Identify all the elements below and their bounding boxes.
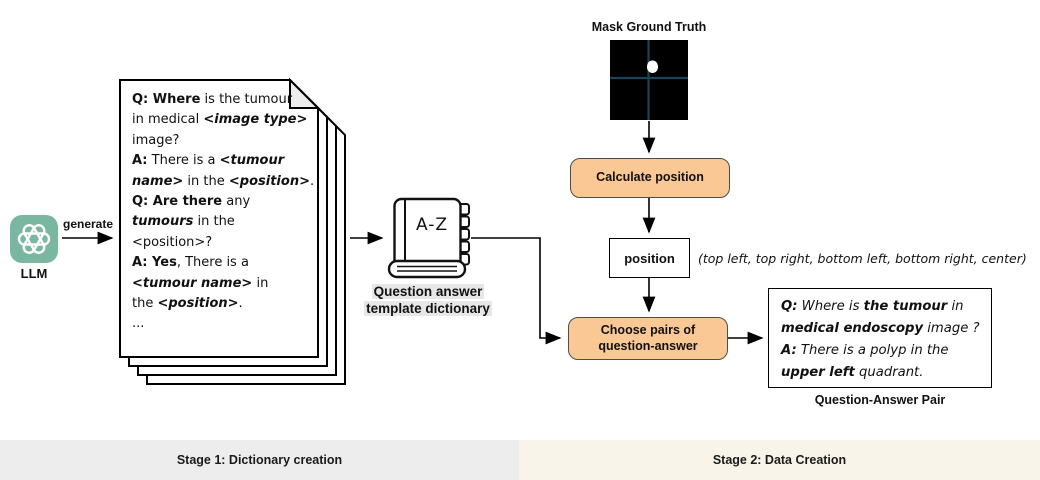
- calculate-position-box: Calculate position: [570, 158, 730, 198]
- page-1: [119, 79, 319, 358]
- connector-dictionary-to-choose: [471, 237, 562, 345]
- llm-label: LLM: [20, 266, 48, 281]
- stage1-bar: Stage 1: Dictionary creation: [0, 440, 519, 480]
- tumour-blob: [647, 60, 658, 73]
- generate-arrow-label: generate: [62, 217, 114, 231]
- dictionary-book-icon: [387, 197, 470, 279]
- position-box: position: [609, 238, 690, 278]
- mask-ground-truth-title: Mask Ground Truth: [591, 20, 707, 34]
- mask-ground-truth-image: [610, 40, 688, 120]
- fold-corner: [289, 77, 321, 109]
- position-label: position: [624, 250, 675, 266]
- dictionary-caption-line2: template dictionary: [364, 301, 492, 316]
- choose-pairs-line1: Choose pairs of: [600, 323, 696, 337]
- calculate-position-label: Calculate position: [596, 170, 704, 185]
- book-pages: [387, 259, 467, 279]
- llm-openai-icon: [10, 215, 58, 263]
- question-answer-pair-caption: Question-Answer Pair: [814, 393, 946, 407]
- stage2-label: Stage 2: Data Creation: [712, 453, 847, 467]
- position-options-note: (top left, top right, bottom left, botto…: [698, 250, 1027, 266]
- stage1-label: Stage 1: Dictionary creation: [176, 453, 343, 467]
- dictionary-caption-line1: Question answer: [371, 284, 485, 299]
- choose-pairs-box: Choose pairs of question-answer: [568, 317, 728, 360]
- dictionary-cover-label: A-Z: [415, 215, 449, 235]
- dictionary-caption: Question answer template dictionary: [348, 283, 508, 317]
- stage2-bar: Stage 2: Data Creation: [519, 440, 1040, 480]
- choose-pairs-line2: question-answer: [598, 338, 698, 353]
- template-document-stack: [119, 77, 346, 385]
